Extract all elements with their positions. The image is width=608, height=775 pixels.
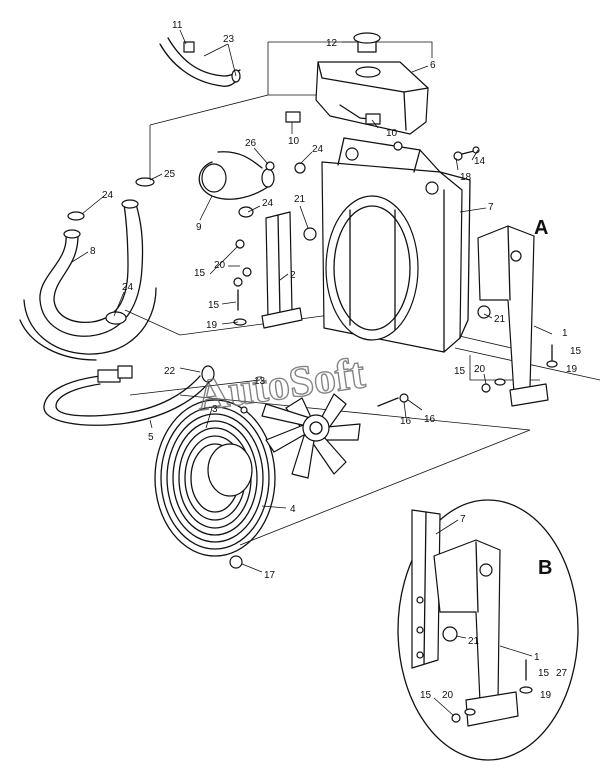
callout-18: 18 (460, 172, 472, 183)
callout-7-detail: 7 (460, 514, 466, 525)
callout-15-detail: 15 (538, 668, 550, 679)
callout-11: 11 (172, 20, 183, 31)
callout-3: 3 (212, 404, 218, 415)
fan-guard (154, 399, 276, 557)
callout-15-right: 15 (570, 346, 582, 357)
callout-15-top: 15 (194, 268, 206, 279)
radiator-assembly (321, 137, 471, 353)
fastener-hardware (67, 146, 558, 569)
callout-19-left: 19 (206, 320, 218, 331)
lower-curved-hose (19, 199, 157, 361)
callout-7-top: 7 (488, 202, 494, 213)
callout-14: 14 (474, 156, 486, 167)
callout-13: 13 (254, 376, 266, 387)
cooling-fan (261, 393, 361, 479)
view-label-a: A (534, 217, 548, 239)
callout-27-detail: 27 (556, 668, 568, 679)
callout-15-detail-left: 15 (420, 690, 432, 701)
callout-16-left: 16 (400, 416, 412, 427)
callout-12: 12 (326, 38, 338, 49)
callout-17: 17 (264, 570, 276, 581)
callout-15-fan: 15 (454, 366, 466, 377)
expansion-tank (315, 32, 429, 135)
callout-21-top: 21 (294, 194, 306, 205)
callout-4: 4 (290, 504, 296, 515)
callout-21-detail: 21 (468, 636, 480, 647)
callout-25: 25 (164, 169, 176, 180)
callout-leaders (71, 29, 553, 717)
callout-20-top: 20 (214, 260, 226, 271)
callout-8: 8 (90, 246, 96, 257)
tank-bracket-clamps (285, 111, 381, 125)
right-mount-bracket (477, 225, 549, 407)
callout-20-fan: 20 (474, 364, 486, 375)
long-hose (43, 365, 215, 426)
callout-20-detail: 20 (442, 690, 454, 701)
callout-19-right: 19 (566, 364, 578, 375)
callout-24-mid: 24 (262, 198, 274, 209)
callout-16-right: 16 (424, 414, 436, 425)
callout-26: 26 (245, 138, 257, 149)
callout-24-left: 24 (102, 190, 114, 201)
upper-hose (159, 37, 241, 87)
view-label-b: B (538, 557, 552, 579)
callout-10-left: 10 (288, 136, 300, 147)
callout-24-top: 24 (312, 144, 324, 155)
left-mount-bracket (261, 211, 303, 329)
detail-view-b (397, 499, 579, 761)
callout-15-mid: 15 (208, 300, 220, 311)
callout-19-detail: 19 (540, 690, 552, 701)
callout-23: 23 (223, 34, 235, 45)
callout-labels: 11 23 12 6 10 10 14 18 26 24 25 24 24 9 … (90, 20, 582, 701)
callout-24-bottom: 24 (122, 282, 134, 293)
callout-10-right: 10 (386, 128, 398, 139)
callout-21-right: 21 (494, 314, 506, 325)
callout-22: 22 (164, 366, 176, 377)
callout-9: 9 (196, 222, 202, 233)
callout-1-top: 1 (562, 328, 568, 339)
callout-1-detail: 1 (534, 652, 540, 663)
callout-6: 6 (430, 60, 436, 71)
callout-5: 5 (148, 432, 154, 443)
mid-hose (198, 151, 275, 200)
callout-2: 2 (290, 270, 296, 281)
